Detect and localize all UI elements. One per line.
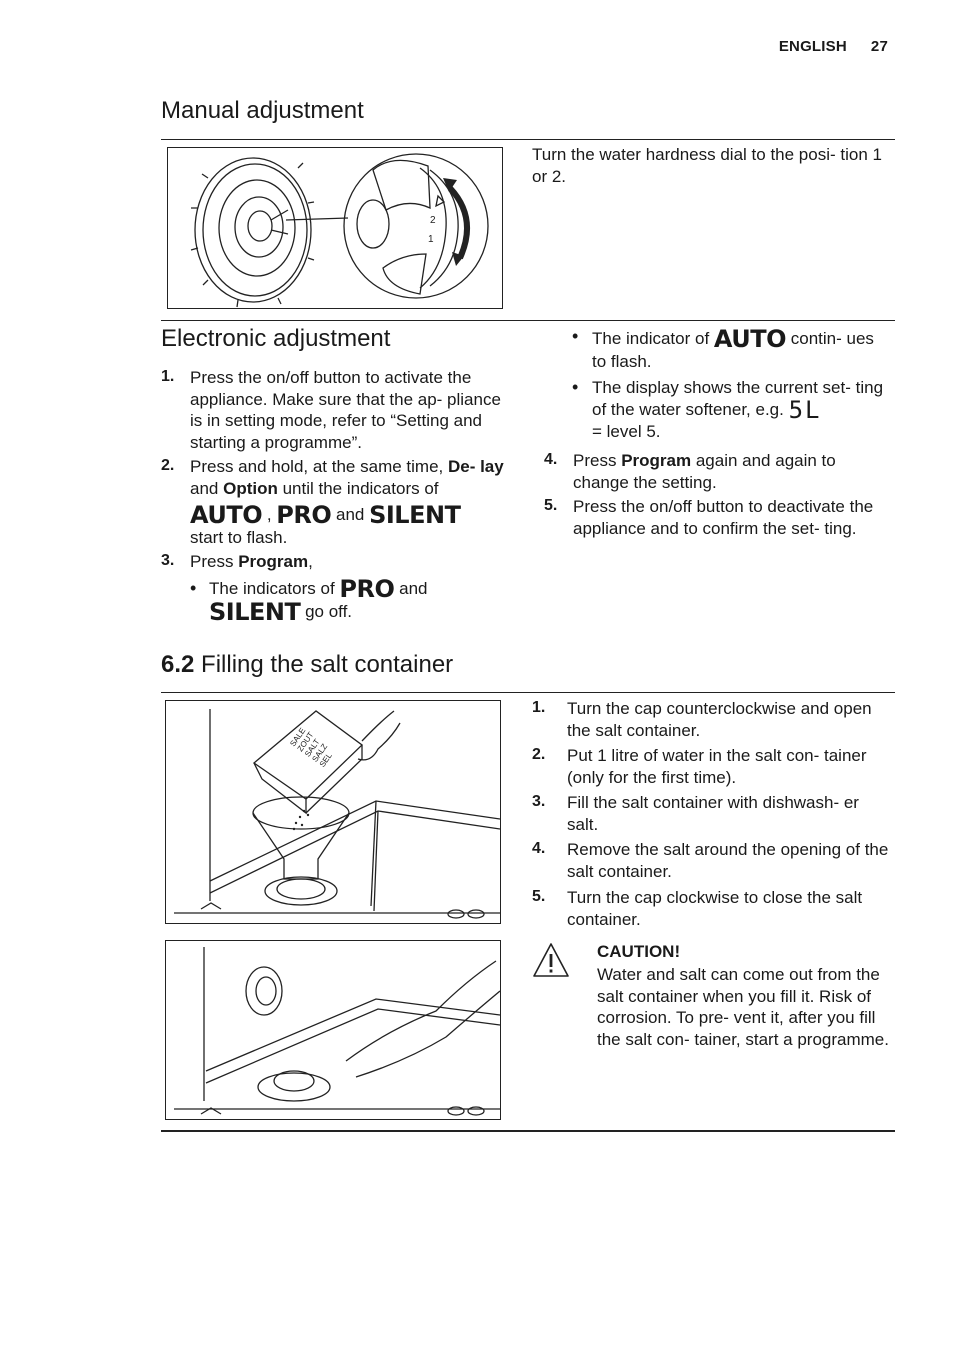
water-hardness-dial-figure: 2 1 <box>167 147 503 309</box>
electronic-step-5: Press the on/off button to deactivate th… <box>573 497 874 538</box>
step-text: again and again to change the setting. <box>573 451 836 492</box>
manual-adjustment-text: Turn the water hardness dial to the posi… <box>532 145 882 186</box>
removing-salt-illustration <box>174 947 501 1116</box>
step-number: 4. <box>544 451 558 468</box>
step-text: , <box>262 505 277 524</box>
bullet-text: and <box>394 579 428 598</box>
electronic-adjustment-title: Electronic adjustment <box>161 325 391 352</box>
pouring-salt-figure: SALE ZOUT SALT SALZ SEL <box>165 700 501 924</box>
electronic-step-4: Press Program again and again to change … <box>573 450 883 493</box>
header-language: ENGLISH <box>778 38 847 55</box>
caution-title: CAUTION! <box>597 942 681 961</box>
program-button-label: Program <box>238 552 309 571</box>
arrow-heads-icon <box>443 178 464 266</box>
electronic-bullet-1: The indicators of PRO and SILENT go off. <box>209 575 509 626</box>
section-number: 6.2 <box>161 651 195 678</box>
electronic-step-3: Press Program, <box>190 551 510 573</box>
pro-indicator-symbol: PRO <box>276 501 332 529</box>
salt-step-3: Fill the salt container with dishwash- e… <box>567 793 859 834</box>
step-text: Press <box>573 451 622 470</box>
electronic-step-1: Press the on/off button to activate the … <box>190 368 501 452</box>
bottom-rule <box>161 1130 895 1132</box>
step-text: Press and hold, at the same time, <box>190 457 448 476</box>
bullet-text: The indicators of <box>209 579 340 598</box>
step-number: 2. <box>161 457 175 474</box>
salt-step-1: Turn the cap counterclockwise and open t… <box>567 699 872 740</box>
step-number: 5. <box>544 497 558 514</box>
dial-label-2: 2 <box>430 215 436 226</box>
delay-button-label: De- lay <box>447 457 504 476</box>
page-header: ENGLISH 27 <box>779 38 888 55</box>
step-text: start to flash. <box>190 527 288 547</box>
auto-indicator-symbol: AUTO <box>713 325 787 353</box>
section-rule <box>161 692 895 693</box>
dial-label-1: 1 <box>428 234 434 245</box>
removing-salt-figure <box>165 940 501 1120</box>
salt-step-4: Remove the salt around the opening of th… <box>567 840 889 881</box>
silent-indicator-symbol: SILENT <box>369 501 461 529</box>
auto-indicator-symbol: AUTO <box>190 501 263 529</box>
warning-triangle-icon <box>533 943 569 977</box>
bullet-icon: • <box>572 377 579 397</box>
silent-indicator-symbol: SILENT <box>209 597 301 626</box>
salt-step-2: Put 1 litre of water in the salt con- ta… <box>567 746 867 787</box>
step-number: 1. <box>532 699 546 716</box>
section-rule <box>161 320 895 321</box>
step-number: 5. <box>532 888 546 905</box>
step-number: 4. <box>532 840 546 857</box>
program-button-label: Program <box>621 451 692 470</box>
step-number: 3. <box>532 793 546 810</box>
step-text: until the indicators of <box>277 478 439 498</box>
step-number: 2. <box>532 746 546 763</box>
section-rule <box>161 139 895 140</box>
pro-indicator-symbol: PRO <box>339 575 395 603</box>
step-text: Press <box>190 552 239 571</box>
electronic-bullet-3: The display shows the current set- ting … <box>592 377 894 443</box>
bullet-text: contin- ues to flash. <box>592 329 874 371</box>
pouring-salt-illustration: SALE ZOUT SALT SALZ SEL <box>174 709 501 919</box>
salt-section-title: 6.2 Filling the salt container <box>161 651 453 679</box>
step-number: 1. <box>161 368 175 385</box>
option-button-label: Option <box>223 478 278 498</box>
dial-illustration: 2 1 <box>190 153 489 308</box>
step-number: 3. <box>161 552 175 569</box>
manual-adjustment-title: Manual adjustment <box>161 97 364 124</box>
electronic-bullet-2: The indicator of AUTO contin- ues to fla… <box>592 325 892 372</box>
step-text: , <box>308 552 313 571</box>
rotate-arrow-icon <box>447 185 470 260</box>
bullet-icon: • <box>190 578 197 598</box>
caution-text: Water and salt can come out from the sal… <box>597 965 889 1049</box>
step-text: and <box>190 478 224 498</box>
step-text: and <box>331 505 370 524</box>
salt-step-5: Turn the cap clockwise to close the salt… <box>567 888 863 929</box>
electronic-step-2: Press and hold, at the same time, De- la… <box>190 456 512 548</box>
bullet-text: go off. <box>300 601 353 621</box>
section-title-text: Filling the salt container <box>201 651 454 678</box>
level-display-symbol: 5L <box>788 395 822 424</box>
bullet-text: = level 5. <box>592 422 661 441</box>
page-number: 27 <box>870 38 888 55</box>
bullet-text: The display shows the current set- ting … <box>592 378 884 419</box>
bullet-text: The indicator of <box>592 329 714 348</box>
bullet-icon: • <box>572 326 579 346</box>
